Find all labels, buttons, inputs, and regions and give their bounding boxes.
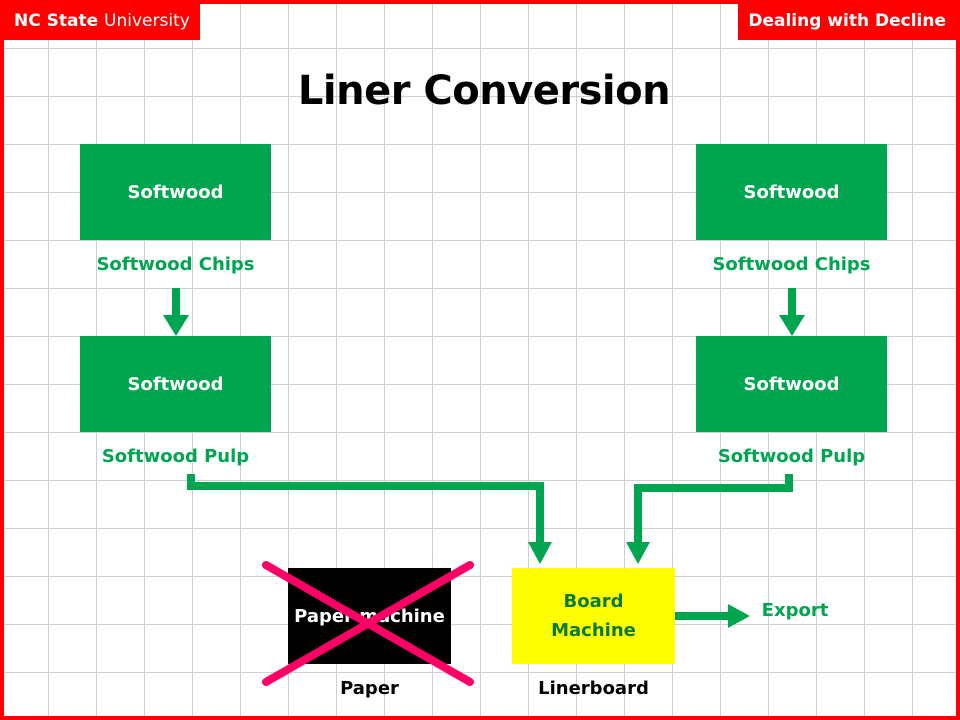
university-tag: NC State University (4, 4, 200, 40)
right-softwood-pulp-label: Softwood Pulp (717, 446, 866, 467)
university-name-bold: NC State (14, 11, 99, 31)
board-machine-box: Board Machine (512, 568, 675, 664)
left-softwood-pulp-label: Softwood Pulp (101, 446, 250, 467)
left-softwood-chips-label: Softwood Chips (96, 254, 255, 275)
flow-connectors (163, 288, 805, 628)
board-machine-line1: Board (563, 591, 624, 612)
right-softwood-pulp-box: Softwood (696, 336, 887, 432)
university-name-rest: University (104, 11, 190, 31)
paper-machine-box: Paper machine (288, 568, 451, 664)
board-to-export-arrow (671, 604, 750, 628)
right-chips-to-pulp-arrow (779, 288, 805, 336)
cross-out-mark (262, 561, 474, 686)
paper-product-label: Paper (340, 678, 399, 699)
topic-tag: Dealing with Decline (738, 4, 956, 40)
export-label: Export (761, 600, 829, 621)
right-pulp-to-board-arrow (626, 474, 793, 564)
left-softwood-chips-box: Softwood (80, 144, 271, 240)
board-machine-line2: Machine (551, 620, 636, 641)
right-softwood-chips-label: Softwood Chips (712, 254, 871, 275)
slide-title: Liner Conversion (297, 68, 671, 114)
left-chips-to-pulp-arrow (163, 288, 189, 336)
right-softwood-chips-box: Softwood (696, 144, 887, 240)
left-softwood-pulp-box: Softwood (80, 336, 271, 432)
linerboard-product-label: Linerboard (538, 678, 649, 699)
left-pulp-to-board-arrow (187, 474, 552, 564)
